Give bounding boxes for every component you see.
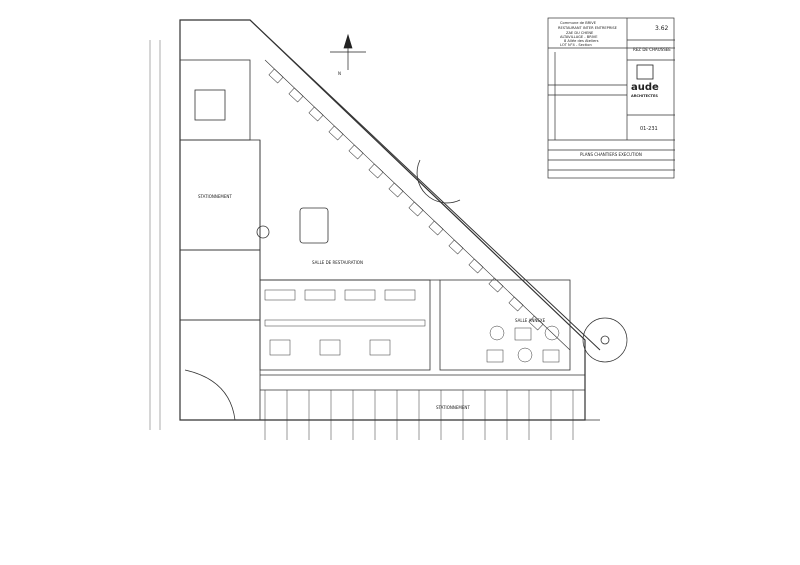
- firm-subtitle: ARCHITECTES: [631, 94, 658, 98]
- spiral-staircase: [582, 317, 628, 363]
- table: [528, 315, 544, 331]
- level-label: REZ DE CHAUSSEE: [633, 47, 671, 52]
- project-line: RESTAURANT INTER ENTREPRISE: [558, 26, 618, 30]
- room-label-parking-bottom: STATIONNEMENT: [436, 405, 470, 410]
- table: [348, 144, 364, 160]
- room-label-annex: SALLE ANNEXE: [515, 318, 546, 323]
- table: [508, 296, 524, 312]
- table: [468, 258, 484, 274]
- project-line: ZAE DU CHENE: [566, 31, 594, 35]
- table: [268, 68, 284, 84]
- aude-logo-icon: [636, 64, 654, 80]
- project-line: LOT N°4 - Section: [560, 43, 592, 47]
- firm-name: aude: [631, 82, 659, 93]
- project-line: Commune de BRIVE: [560, 21, 597, 25]
- phase-label: PLANS CHANTIERS EXECUTION: [580, 152, 642, 157]
- room-label-parking-left: STATIONNEMENT: [198, 194, 232, 199]
- north-arrow-icon: [330, 33, 366, 70]
- table: [328, 125, 344, 141]
- sheet-number: 3.62: [655, 25, 669, 32]
- title-block: [547, 17, 675, 179]
- table: [388, 182, 404, 198]
- table: [308, 106, 324, 122]
- room-label-dining: SALLE DE RESTAURATION: [312, 260, 363, 265]
- diagonal-facade: [249, 19, 601, 351]
- north-label: N: [338, 71, 341, 76]
- table: [428, 220, 444, 236]
- project-line: 8 Allée des Ateliers: [564, 39, 599, 43]
- building-outline: [179, 19, 586, 421]
- table: [368, 163, 384, 179]
- table: [288, 87, 304, 103]
- project-line: ALTAVILLAGE - BRIVE: [560, 35, 598, 39]
- table: [488, 277, 504, 293]
- project-code: 01-231: [640, 126, 658, 132]
- table: [448, 239, 464, 255]
- table: [408, 201, 424, 217]
